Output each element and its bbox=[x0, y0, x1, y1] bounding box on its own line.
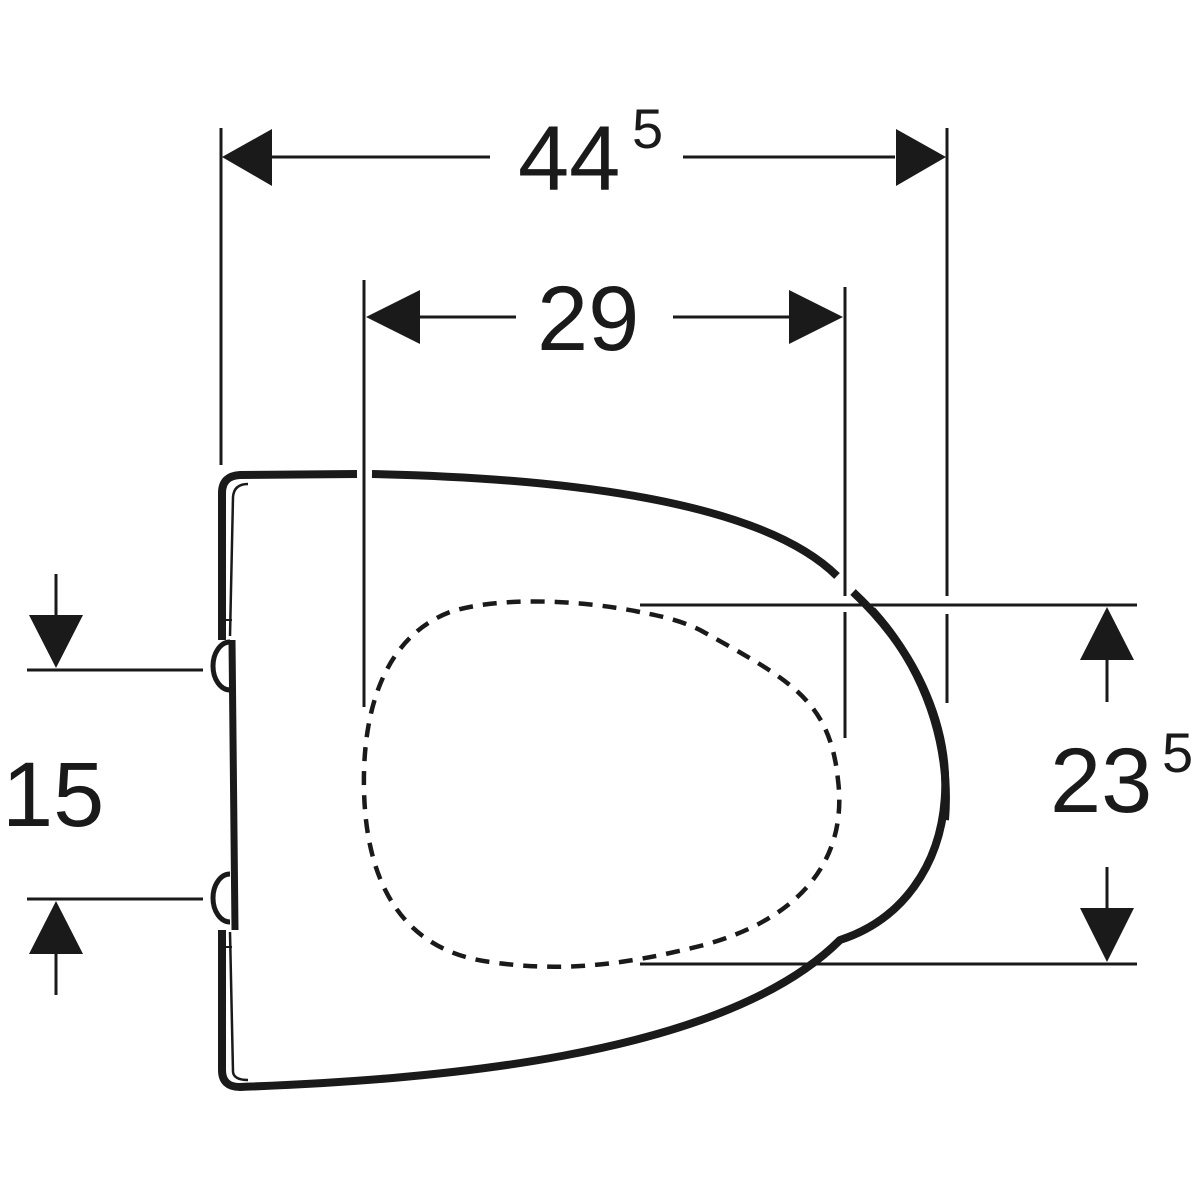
hinge-spacing-dimension bbox=[27, 574, 203, 995]
arrow-up-icon bbox=[1080, 607, 1134, 660]
arrow-left-icon bbox=[222, 129, 272, 186]
hinge-top bbox=[210, 639, 231, 693]
svg-text:29: 29 bbox=[537, 268, 639, 370]
seat-outline bbox=[210, 470, 950, 1091]
opening-length-label: 29 bbox=[537, 268, 639, 370]
opening-length-dimension bbox=[362, 280, 847, 738]
svg-text:44: 44 bbox=[518, 108, 620, 210]
seat-opening-dashed bbox=[361, 599, 842, 969]
arrow-left-icon bbox=[366, 290, 420, 344]
arrow-right-icon bbox=[789, 290, 843, 344]
overall-length-label: 44 5 bbox=[518, 97, 663, 210]
hinge-spacing-label: 15 bbox=[2, 744, 104, 846]
opening-width-dimension bbox=[640, 603, 1137, 966]
svg-text:23: 23 bbox=[1050, 730, 1152, 832]
arrow-up-icon bbox=[29, 901, 83, 954]
hinge-bottom bbox=[210, 871, 231, 925]
arrow-down-icon bbox=[29, 615, 83, 668]
overall-length-dimension bbox=[219, 128, 949, 703]
arrow-down-icon bbox=[1080, 908, 1134, 962]
svg-text:15: 15 bbox=[2, 744, 104, 846]
svg-text:5: 5 bbox=[632, 97, 663, 160]
arrow-right-icon bbox=[896, 129, 946, 186]
opening-width-label: 23 5 bbox=[1050, 721, 1193, 832]
svg-text:5: 5 bbox=[1162, 721, 1193, 784]
